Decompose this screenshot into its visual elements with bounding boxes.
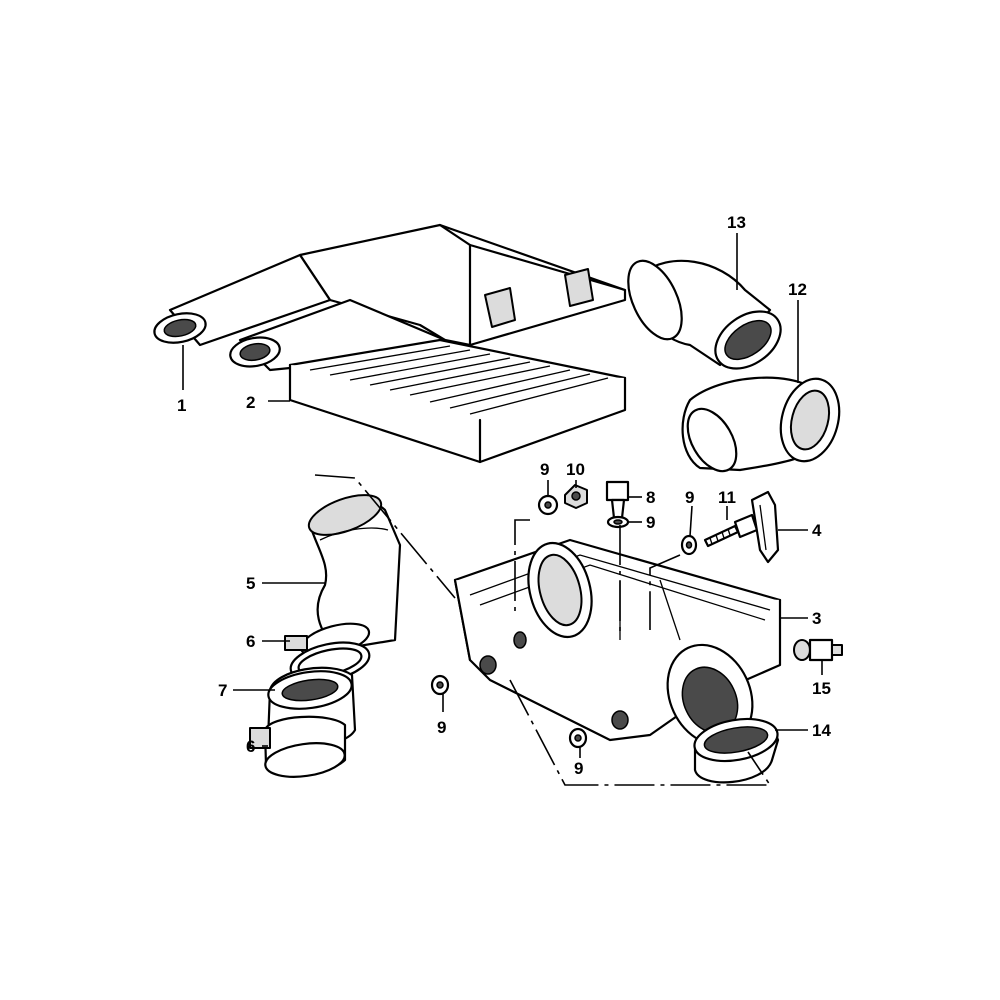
- callout-9-c: 9: [685, 488, 694, 507]
- callout-6-a: 6: [246, 632, 255, 651]
- washer-part-9-b: [606, 515, 630, 529]
- callout-1: 1: [177, 396, 186, 415]
- callout-9-b: 9: [646, 513, 655, 532]
- callout-labels: 1 2 13 12 9 10 8 9 9 11 4 5 3 6 15 7 9 1…: [177, 213, 831, 778]
- washer-part-9-a: [537, 494, 559, 516]
- callout-6-b: 6: [246, 737, 255, 756]
- elbow-part-12: [681, 376, 841, 473]
- assembly-lines: [314, 474, 772, 786]
- callout-9-a: 9: [540, 460, 549, 479]
- callout-9-d: 9: [437, 718, 446, 737]
- callout-9-e: 9: [574, 759, 583, 778]
- callout-14: 14: [812, 721, 831, 740]
- callout-15: 15: [812, 679, 831, 698]
- bolt-part-11: [703, 513, 759, 548]
- housing-part-3: [453, 538, 782, 747]
- callout-7: 7: [218, 681, 227, 700]
- clamp-part-6-lower: [249, 715, 347, 778]
- callout-5: 5: [246, 574, 255, 593]
- callout-10: 10: [566, 460, 585, 479]
- intake-cover-part-1: [153, 223, 627, 372]
- callout-11: 11: [718, 488, 736, 507]
- callout-4: 4: [812, 521, 822, 540]
- washer-part-9-d: [430, 674, 450, 696]
- washer-part-9-c: [680, 534, 698, 556]
- sensor-part-15: [793, 638, 843, 662]
- leader-lines: [182, 233, 823, 758]
- nut-part-10: [564, 484, 588, 509]
- callout-8: 8: [646, 488, 655, 507]
- callout-12: 12: [788, 280, 807, 299]
- callout-2: 2: [246, 393, 255, 412]
- bracket-part-4: [750, 490, 780, 564]
- callout-3: 3: [812, 609, 821, 628]
- air-filter-part-2: [288, 338, 627, 464]
- bolt-part-8: [605, 480, 630, 520]
- elbow-part-13: [627, 259, 782, 370]
- callout-13: 13: [727, 213, 746, 232]
- ring-part-14: [693, 717, 780, 784]
- washer-part-9-e: [568, 727, 588, 749]
